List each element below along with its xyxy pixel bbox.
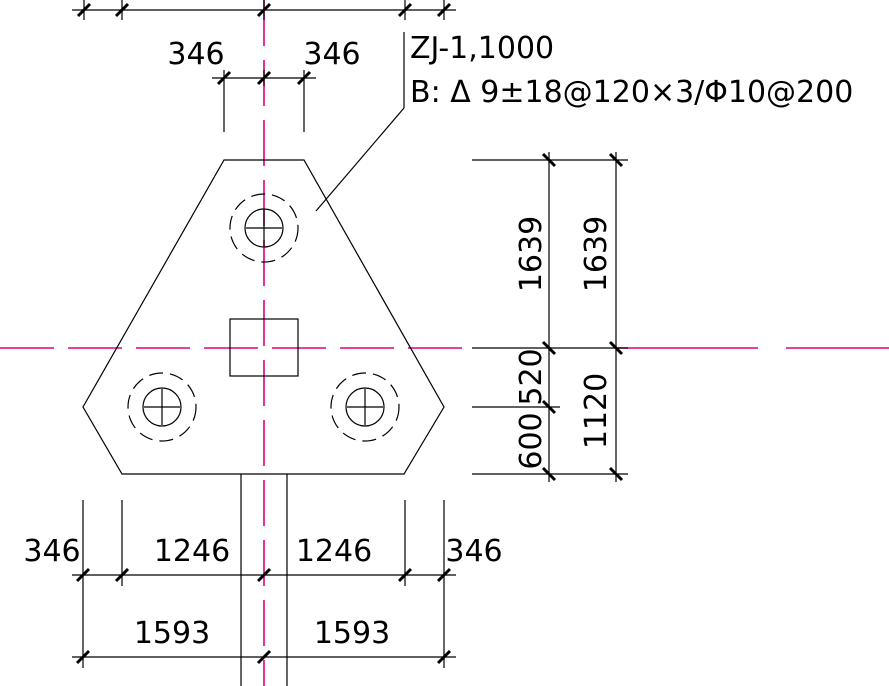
bottom-dimension-chains <box>72 500 456 668</box>
dim-bottom-left-1246: 1246 <box>154 534 230 569</box>
dim-right-600: 600 <box>514 412 549 469</box>
dim-bottom-left-1593: 1593 <box>134 616 210 651</box>
annotation-name: ZJ-1,1000 <box>410 31 554 66</box>
pile-bottom-left[interactable] <box>127 372 197 442</box>
column-width-dimension <box>212 70 316 132</box>
dim-bottom-right-1593: 1593 <box>314 616 390 651</box>
dim-right-outer-1639: 1639 <box>579 216 614 292</box>
top-dimension-chain <box>72 0 456 20</box>
pile-top-circle <box>229 193 299 263</box>
dim-top-right-346: 346 <box>303 37 360 72</box>
column-rect[interactable] <box>229 318 299 377</box>
pile-top[interactable] <box>229 193 299 263</box>
dim-right-inner-1639: 1639 <box>514 216 549 292</box>
pile-bottom-right-inner-circle <box>345 387 385 427</box>
dim-right-520: 520 <box>514 348 549 405</box>
annotation-rebar: B: Δ 9±18@120×3/Φ10@200 <box>410 75 853 110</box>
annotation-leader <box>315 32 405 212</box>
dim-bottom-right-346: 346 <box>445 534 502 569</box>
dim-right-1120: 1120 <box>579 373 614 449</box>
dim-bottom-right-1246: 1246 <box>296 534 372 569</box>
pile-bottom-right-circle <box>330 372 400 442</box>
pile-bottom-left-circle <box>127 372 197 442</box>
pile-bottom-right[interactable] <box>330 372 400 442</box>
right-dimension-chains <box>472 152 628 482</box>
pile-cap-outline[interactable] <box>82 159 445 475</box>
pile-top-inner-circle <box>244 208 284 248</box>
dim-top-left-346: 346 <box>167 37 224 72</box>
pile-bottom-left-inner-circle <box>142 387 182 427</box>
column-stub <box>240 474 288 686</box>
dim-bottom-left-346: 346 <box>23 534 80 569</box>
